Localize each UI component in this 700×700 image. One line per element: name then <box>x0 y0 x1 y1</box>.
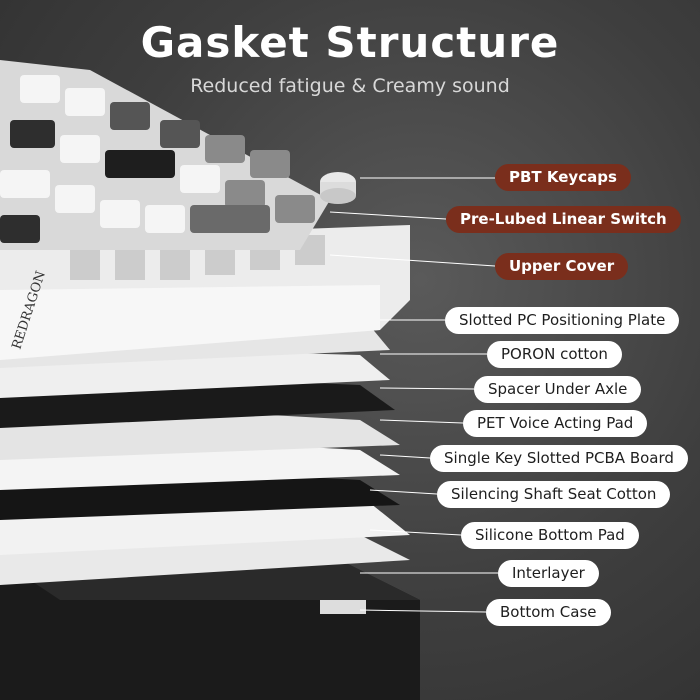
keycaps <box>0 60 330 250</box>
page-title: Gasket Structure <box>140 18 560 67</box>
label-bottom-case: Bottom Case <box>486 599 611 626</box>
label-spacer-under-axle: Spacer Under Axle <box>474 376 642 403</box>
label-linear-switch: Pre-Lubed Linear Switch <box>446 206 681 233</box>
label-pcba-board: Single Key Slotted PCBA Board <box>430 445 688 472</box>
label-pet-pad: PET Voice Acting Pad <box>463 410 648 437</box>
label-silencing-cotton: Silencing Shaft Seat Cotton <box>437 481 671 508</box>
label-upper-cover: Upper Cover <box>495 253 629 280</box>
leader-lines <box>329 177 498 613</box>
label-silicone-pad: Silicone Bottom Pad <box>461 522 639 549</box>
label-pbt-keycaps: PBT Keycaps <box>495 164 631 191</box>
label-interlayer: Interlayer <box>498 560 599 587</box>
label-poron-cotton: PORON cotton <box>487 341 622 368</box>
header: Gasket Structure Reduced fatigue & Cream… <box>0 18 700 97</box>
page-subtitle: Reduced fatigue & Creamy sound <box>190 75 510 97</box>
volume-knob <box>320 172 356 204</box>
bottom-case-logo <box>320 600 366 614</box>
label-positioning-plate: Slotted PC Positioning Plate <box>445 307 680 334</box>
